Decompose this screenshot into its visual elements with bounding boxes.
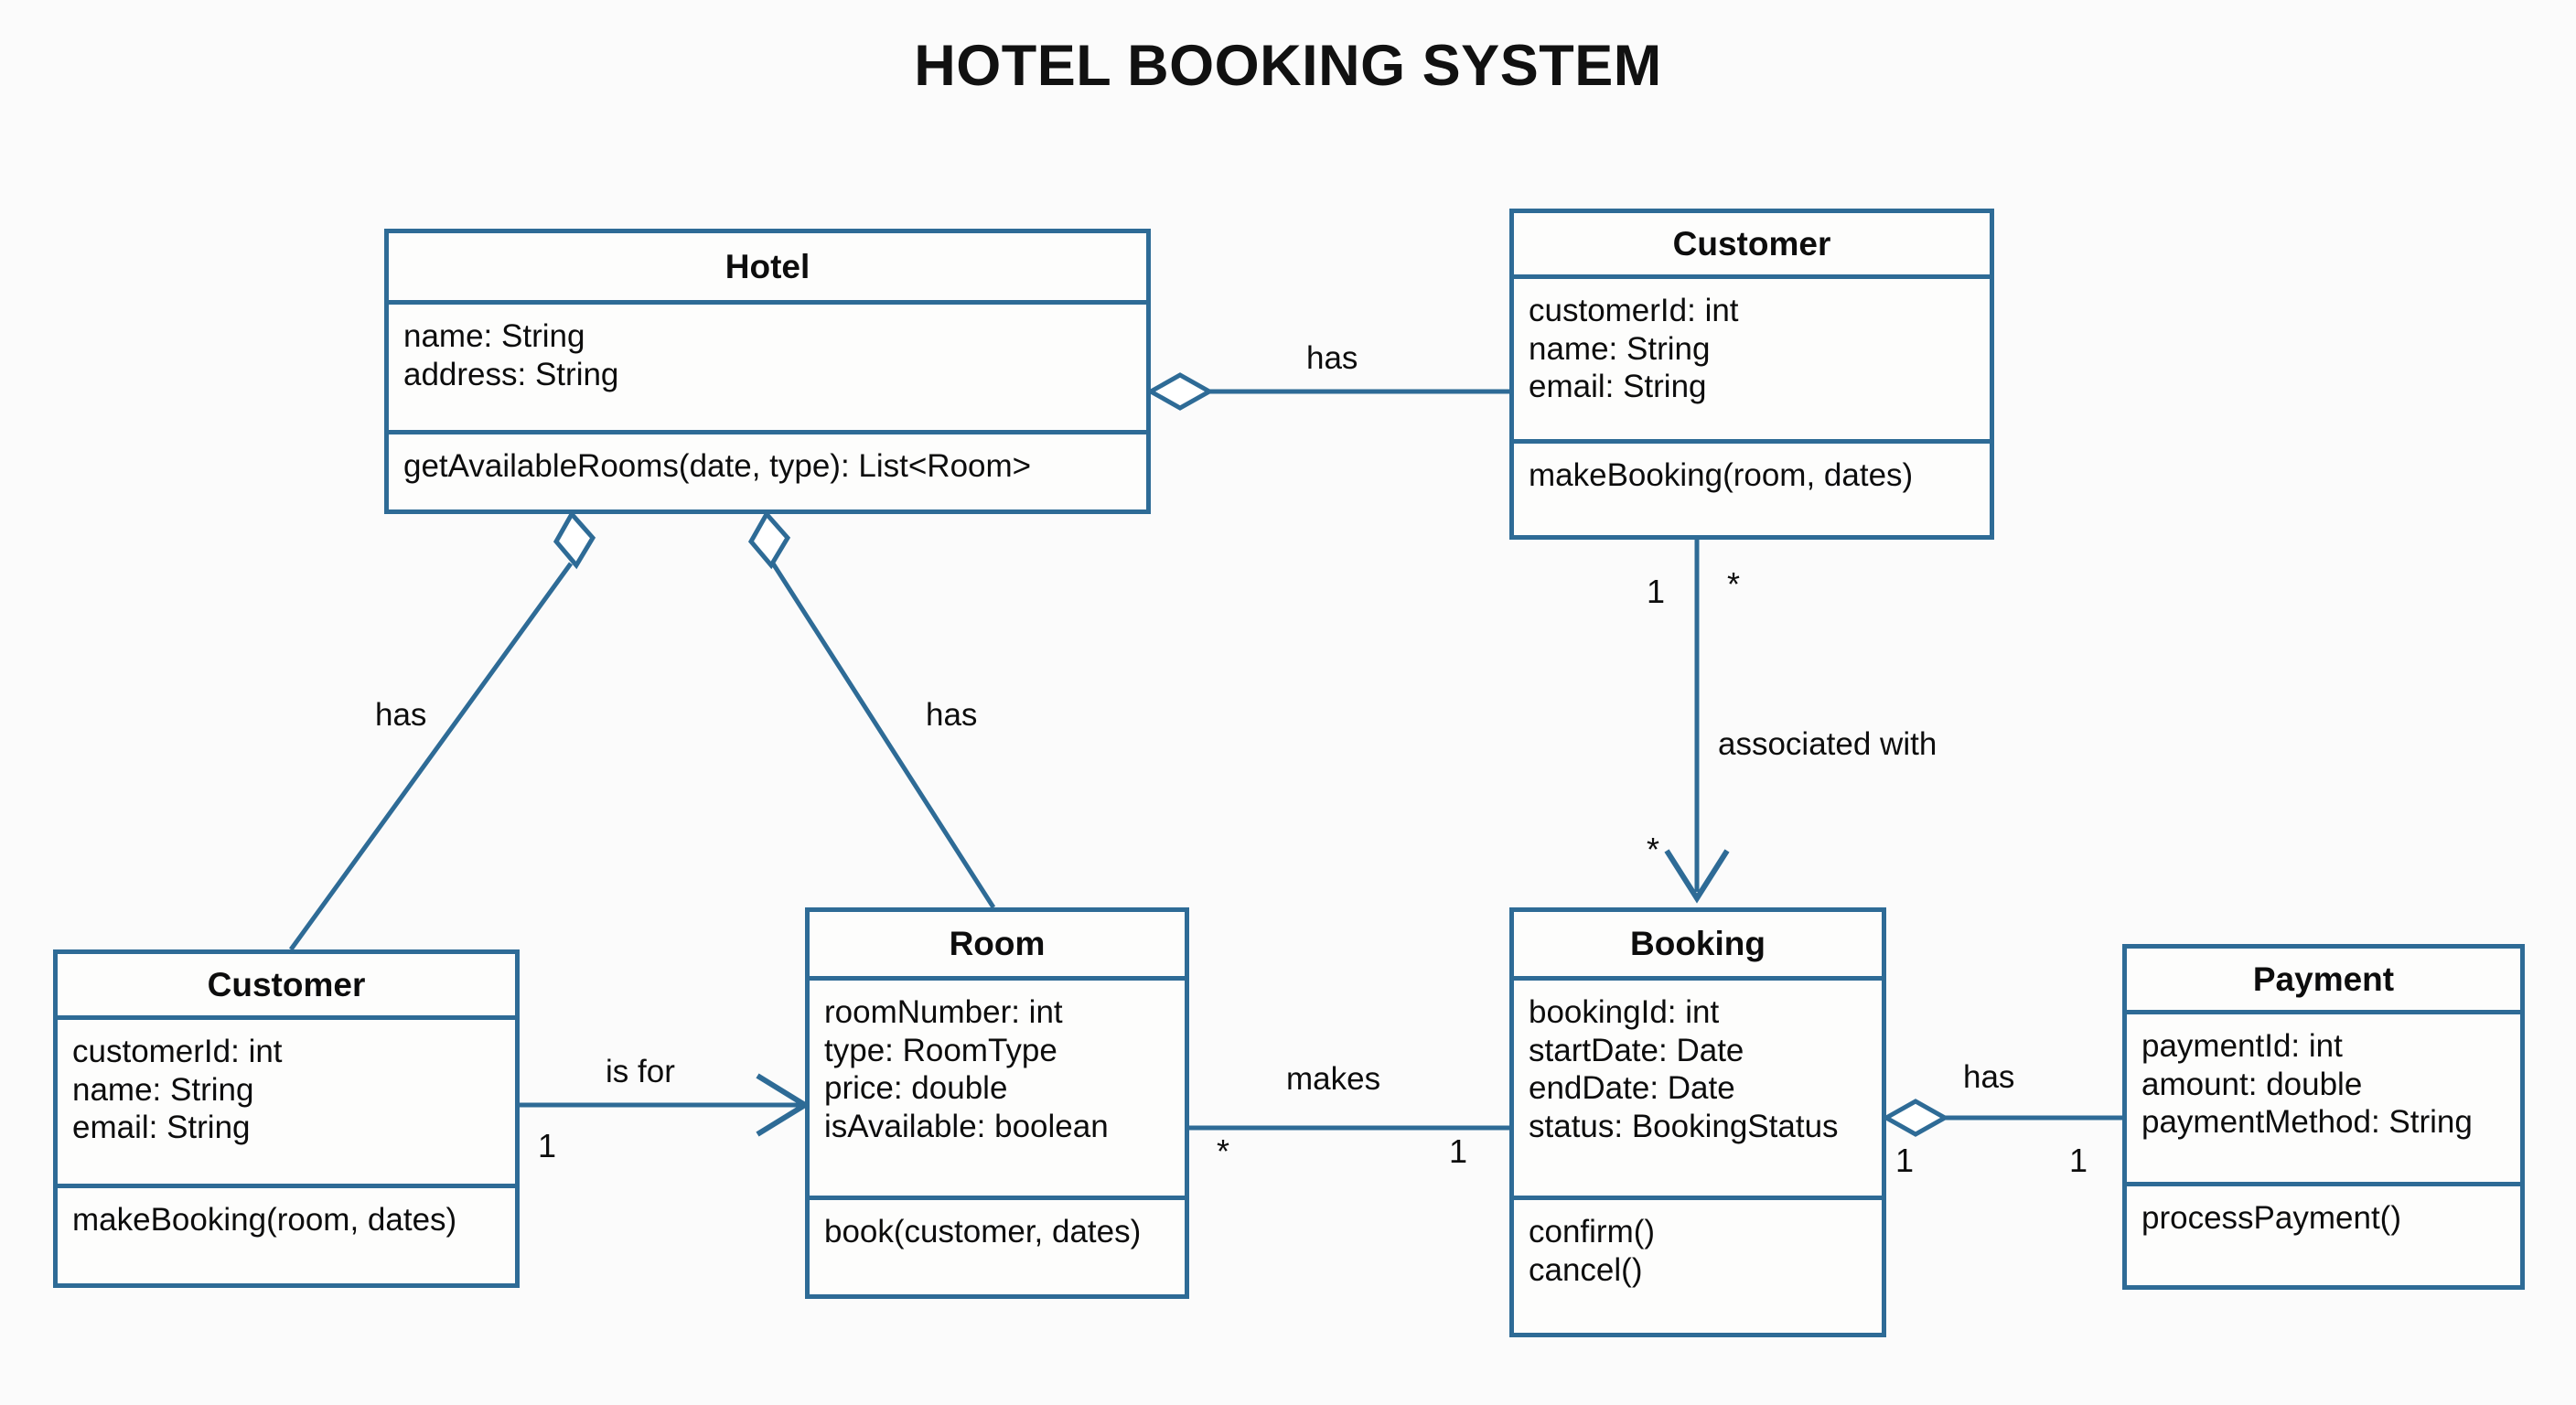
class-operations-hotel: getAvailableRooms(date, type): List<Room… [389, 434, 1146, 499]
attribute-row: email: String [1529, 369, 1707, 405]
class-attributes-customer-top: customerId: int name: String email: Stri… [1514, 279, 1990, 444]
aggregation-diamond-icon [1145, 372, 1215, 411]
attribute-row: startDate: Date [1529, 1032, 1744, 1068]
attribute-row: customerId: int [1529, 293, 1739, 328]
attribute-row: customerId: int [72, 1034, 283, 1069]
aggregation-diamond-icon [553, 509, 596, 570]
operation-row: confirm() [1529, 1214, 1656, 1249]
page-title: HOTEL BOOKING SYSTEM [914, 34, 1662, 98]
multiplicity-customer-booking-source-2: * [1727, 565, 1741, 603]
attribute-row: address: String [403, 356, 619, 392]
aggregation-diamond-icon [747, 509, 791, 570]
class-box-hotel[interactable]: Hotel name: String address: String getAv… [384, 229, 1151, 514]
edge-line [288, 562, 574, 951]
multiplicity-booking-payment-source: 1 [1895, 1142, 1915, 1179]
multiplicity-customer-room-source: 1 [538, 1127, 557, 1164]
open-arrowhead-icon [1664, 849, 1730, 904]
edge-label-hotel-customer-top: has [1306, 340, 1358, 376]
attribute-row: paymentId: int [2141, 1028, 2343, 1064]
edge-hotel-room [747, 509, 996, 909]
operation-row: processPayment() [2141, 1200, 2401, 1236]
attribute-row: endDate: Date [1529, 1070, 1735, 1107]
attribute-row: status: BookingStatus [1529, 1108, 1839, 1144]
aggregation-diamond-icon [1881, 1099, 1950, 1137]
class-operations-payment: processPayment() [2127, 1186, 2520, 1250]
multiplicity-customer-booking-target: * [1647, 831, 1660, 868]
attribute-row: email: String [72, 1110, 251, 1146]
operation-row: makeBooking(room, dates) [1529, 457, 1914, 493]
edge-booking-payment [1881, 1099, 2122, 1137]
multiplicity-room-booking-source: * [1217, 1132, 1230, 1170]
operation-row: cancel() [1529, 1251, 1643, 1288]
class-operations-customer-top: makeBooking(room, dates) [1514, 444, 1990, 508]
edge-label-customer-booking: associated with [1718, 726, 1937, 762]
edge-label-booking-payment: has [1963, 1059, 2015, 1095]
class-name-customer-bottom: Customer [58, 954, 515, 1020]
edge-hotel-customer-top [1145, 372, 1509, 411]
class-attributes-customer-bottom: customerId: int name: String email: Stri… [58, 1020, 515, 1188]
attribute-row: type: RoomType [824, 1032, 1057, 1068]
edge-line [770, 562, 996, 909]
class-operations-customer-bottom: makeBooking(room, dates) [58, 1188, 515, 1252]
class-operations-booking: confirm() cancel() [1514, 1200, 1882, 1302]
attribute-row: name: String [1529, 330, 1711, 367]
attribute-row: isAvailable: boolean [824, 1108, 1109, 1144]
class-name-payment: Payment [2127, 949, 2520, 1014]
edge-label-hotel-room: has [926, 697, 978, 733]
class-attributes-room: roomNumber: int type: RoomType price: do… [810, 981, 1185, 1200]
class-box-booking[interactable]: Booking bookingId: int startDate: Date e… [1509, 907, 1886, 1337]
class-name-booking: Booking [1514, 912, 1882, 981]
multiplicity-customer-booking-source: 1 [1647, 573, 1666, 610]
operation-row: getAvailableRooms(date, type): List<Room… [403, 448, 1032, 484]
multiplicity-booking-payment-target: 1 [2069, 1142, 2088, 1179]
class-name-hotel: Hotel [389, 233, 1146, 305]
edge-label-room-booking: makes [1286, 1061, 1381, 1097]
attribute-row: name: String [72, 1071, 254, 1108]
multiplicity-room-booking-target: 1 [1449, 1132, 1468, 1170]
class-name-customer-top: Customer [1514, 213, 1990, 279]
attribute-row: bookingId: int [1529, 994, 1720, 1030]
operation-row: book(customer, dates) [824, 1214, 1142, 1249]
class-name-room: Room [810, 912, 1185, 981]
class-box-room[interactable]: Room roomNumber: int type: RoomType pric… [805, 907, 1189, 1299]
attribute-row: paymentMethod: String [2141, 1104, 2473, 1141]
class-operations-room: book(customer, dates) [810, 1200, 1185, 1264]
attribute-row: amount: double [2141, 1066, 2363, 1102]
attribute-row: name: String [403, 318, 585, 354]
class-attributes-booking: bookingId: int startDate: Date endDate: … [1514, 981, 1882, 1200]
edge-label-customer-room: is for [606, 1054, 675, 1089]
class-attributes-payment: paymentId: int amount: double paymentMet… [2127, 1014, 2520, 1186]
class-box-customer-bottom[interactable]: Customer customerId: int name: String em… [53, 949, 520, 1288]
attribute-row: price: double [824, 1070, 1008, 1107]
operation-row: makeBooking(room, dates) [72, 1202, 457, 1238]
class-box-customer-top[interactable]: Customer customerId: int name: String em… [1509, 209, 1994, 540]
attribute-row: roomNumber: int [824, 994, 1063, 1030]
edge-hotel-customer-bottom [288, 509, 596, 951]
edge-label-hotel-customer-bottom: has [375, 697, 427, 733]
class-box-payment[interactable]: Payment paymentId: int amount: double pa… [2122, 944, 2525, 1290]
class-attributes-hotel: name: String address: String [389, 305, 1146, 434]
edge-customer-booking [1664, 540, 1730, 904]
